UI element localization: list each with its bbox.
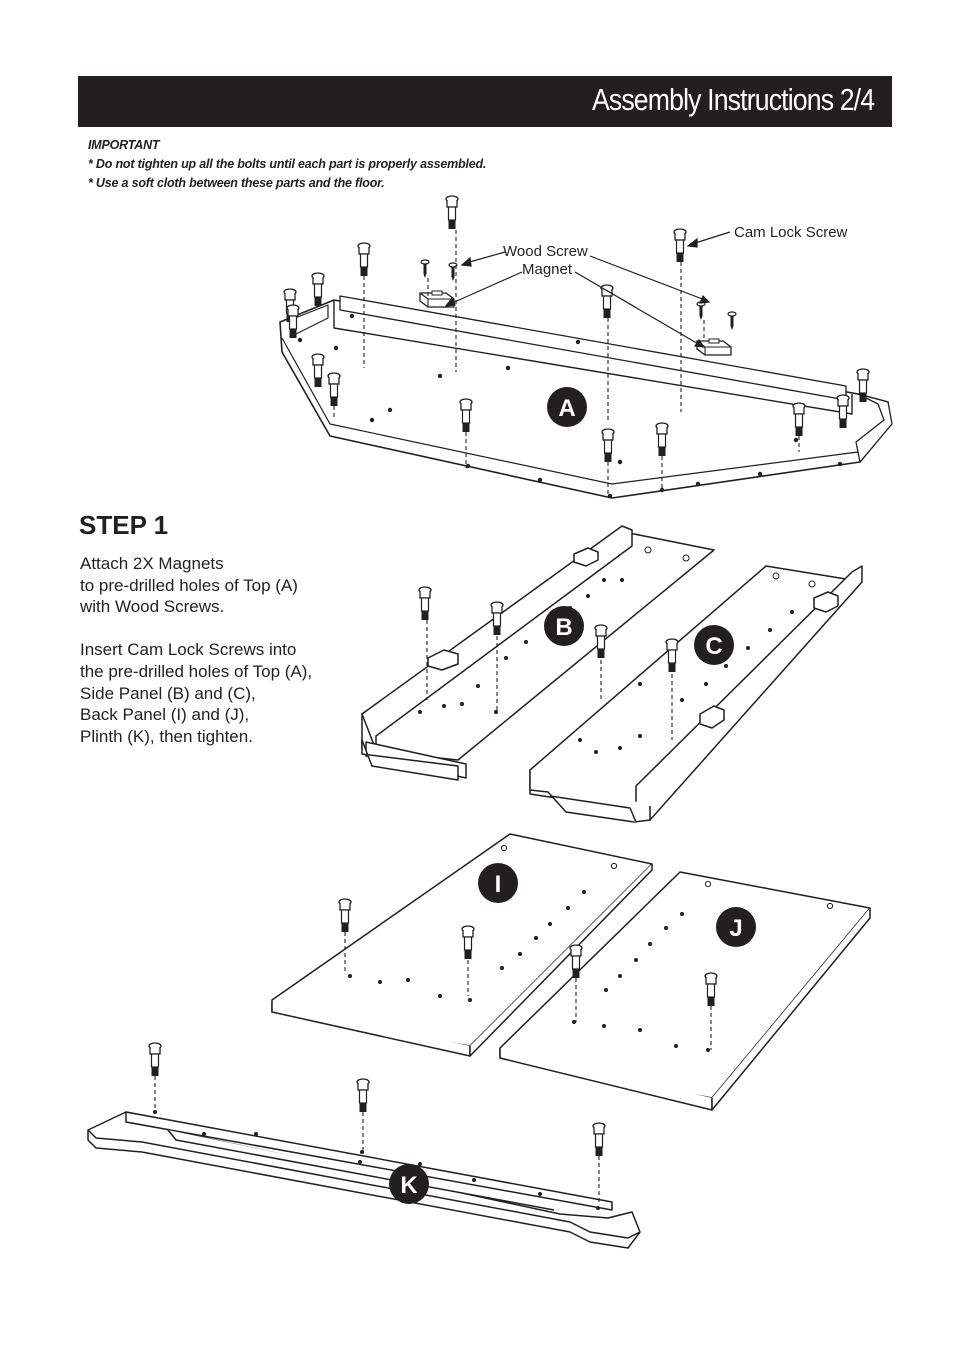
wood-screw-label: Wood Screw	[503, 243, 588, 260]
cam-screw-b1	[418, 586, 432, 621]
back-panel-i	[271, 833, 653, 1057]
back-panel-j	[499, 871, 871, 1111]
svg-text:C: C	[705, 633, 722, 660]
step-paragraph-magnets: Attach 2X Magnets to pre-drilled holes o…	[80, 553, 312, 618]
svg-text:J: J	[729, 915, 742, 942]
step-line: Attach 2X Magnets	[80, 554, 224, 573]
part-badge-i: I	[478, 863, 518, 903]
part-badge-j: J	[716, 907, 756, 947]
cam-screw-k3	[592, 1122, 606, 1157]
step-instructions: Attach 2X Magnets to pre-drilled holes o…	[80, 553, 312, 769]
cam-screw-i1	[338, 898, 352, 933]
page-header: Assembly Instructions 2/4	[78, 76, 892, 127]
plinth-holes	[153, 1110, 600, 1210]
top-holes	[297, 313, 843, 499]
step-line: Side Panel (B) and (C),	[80, 683, 256, 703]
step-line: to pre-drilled holes of Top (A)	[80, 575, 298, 595]
svg-text:A: A	[558, 395, 575, 422]
svg-text:K: K	[400, 1172, 418, 1199]
part-badge-k: K	[389, 1164, 429, 1204]
step-line: Insert Cam Lock Screws into	[80, 640, 297, 660]
important-note-1: * Do not tighten up all the bolts until …	[88, 157, 487, 171]
back-panel-j-holes	[572, 880, 834, 1052]
top-panel-a	[279, 295, 893, 499]
step-paragraph-cam-lock: Insert Cam Lock Screws into the pre-dril…	[80, 639, 312, 747]
part-badge-c: C	[694, 625, 734, 665]
cam-screw-k1	[148, 1042, 162, 1077]
cam-screw-k2	[356, 1078, 370, 1113]
side-panel-c-holes	[578, 572, 816, 754]
important-note-2: * Use a soft cloth between these parts a…	[88, 176, 385, 190]
callout-leaders	[444, 231, 731, 348]
plinth-k	[87, 1111, 641, 1249]
step-line: the pre-drilled holes of Top (A),	[80, 661, 313, 681]
magnet-label: Magnet	[522, 261, 573, 278]
part-badge-b: B	[544, 606, 584, 646]
step-title: STEP 1	[79, 510, 169, 540]
page-title: Assembly Instructions 2/4	[591, 82, 875, 117]
part-badge-a: A	[547, 387, 587, 427]
svg-text:B: B	[555, 614, 572, 641]
svg-text:I: I	[495, 871, 502, 898]
step-line: Back Panel (I) and (J),	[80, 705, 250, 725]
back-panel-i-holes	[348, 844, 618, 1002]
important-notes: IMPORTANT * Do not tighten up all the bo…	[88, 136, 486, 193]
cam-lock-screw-label: Cam Lock Screw	[734, 224, 848, 241]
step-line: Plinth (K), then tighten.	[80, 726, 253, 746]
step-line: with Wood Screws.	[80, 597, 225, 617]
side-panel-c	[529, 565, 863, 823]
important-heading: IMPORTANT	[88, 138, 160, 152]
